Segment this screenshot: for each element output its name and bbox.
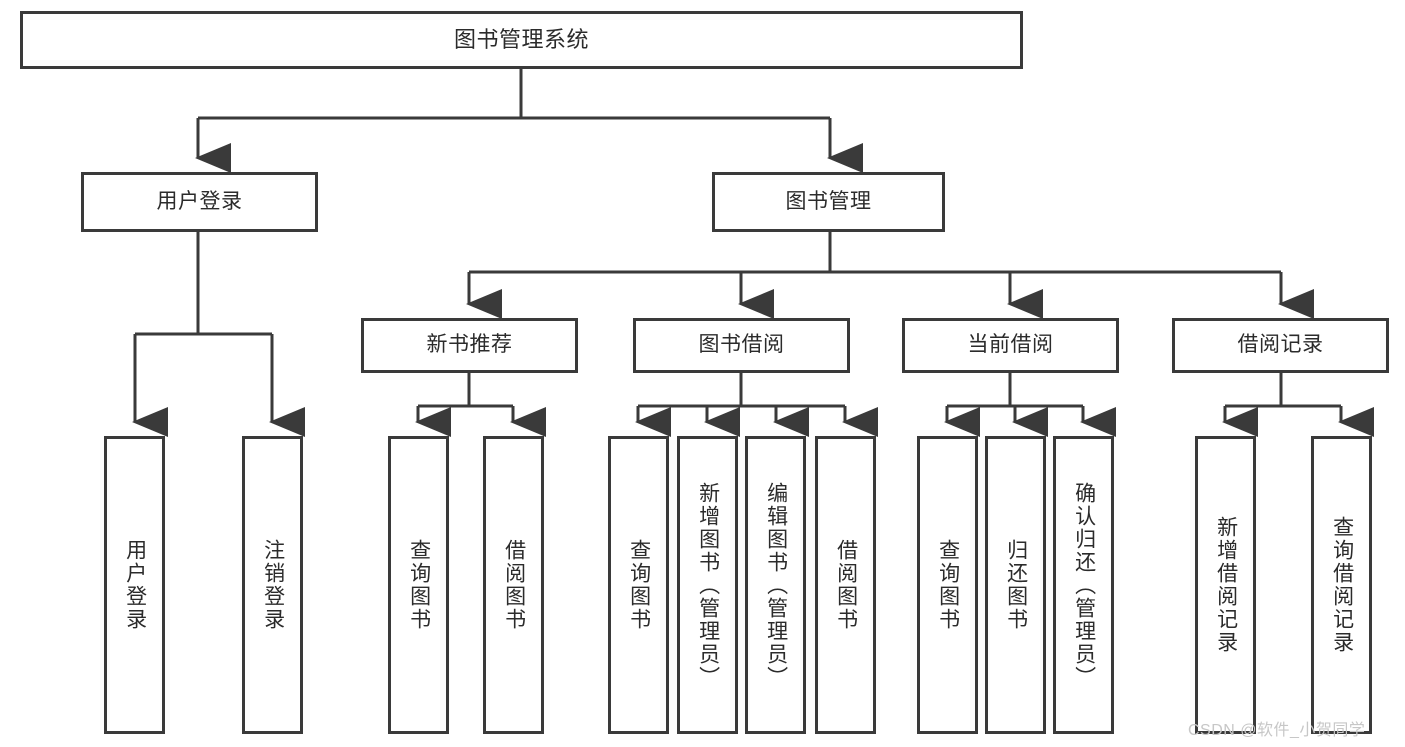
node-book-manage[interactable]: 图书管理 (712, 172, 945, 232)
node-leaf-borrow-book[interactable]: 借阅图书 (815, 436, 876, 734)
node-leaf-return-book[interactable]: 归还图书 (985, 436, 1046, 734)
node-label: 查询图书 (936, 539, 960, 631)
node-leaf-query-borrow-record[interactable]: 查询借阅记录 (1311, 436, 1372, 734)
node-label: 当前借阅 (967, 333, 1054, 357)
node-label: 用户登录 (123, 539, 147, 631)
node-label: 图书管理系统 (453, 27, 589, 53)
node-leaf-query-book-recommend[interactable]: 查询图书 (388, 436, 449, 734)
node-label: 归还图书 (1004, 539, 1028, 631)
node-leaf-logout[interactable]: 注销登录 (242, 436, 303, 734)
node-root-system[interactable]: 图书管理系统 (20, 11, 1023, 69)
node-label: 图书借阅 (698, 333, 785, 357)
node-label: 新书推荐 (426, 333, 513, 357)
node-leaf-borrow-book-recommend[interactable]: 借阅图书 (483, 436, 544, 734)
node-label: 用户登录 (156, 189, 243, 213)
node-leaf-add-borrow-record[interactable]: 新增借阅记录 (1195, 436, 1256, 734)
node-current-borrow[interactable]: 当前借阅 (902, 318, 1119, 373)
node-label: 注销登录 (261, 539, 285, 631)
node-new-book-recommend[interactable]: 新书推荐 (361, 318, 578, 373)
node-leaf-user-login[interactable]: 用户登录 (104, 436, 165, 734)
node-label: 查询图书 (627, 539, 651, 631)
node-borrow-record[interactable]: 借阅记录 (1172, 318, 1389, 373)
node-label: 确认归还（管理员） (1072, 481, 1096, 689)
node-user-login[interactable]: 用户登录 (81, 172, 318, 232)
node-leaf-add-book-admin[interactable]: 新增图书（管理员） (677, 436, 738, 734)
node-label: 查询借阅记录 (1330, 516, 1354, 654)
node-label: 查询图书 (407, 539, 431, 631)
node-label: 新增图书（管理员） (696, 481, 720, 689)
csdn-watermark: CSDN @软件_小贺同学 (1188, 722, 1366, 739)
node-label: 新增借阅记录 (1214, 516, 1238, 654)
node-label: 编辑图书（管理员） (764, 481, 788, 689)
node-leaf-query-book-current[interactable]: 查询图书 (917, 436, 978, 734)
node-book-borrow[interactable]: 图书借阅 (633, 318, 850, 373)
node-leaf-confirm-return-admin[interactable]: 确认归还（管理员） (1053, 436, 1114, 734)
node-label: 借阅图书 (502, 539, 526, 631)
node-leaf-query-book[interactable]: 查询图书 (608, 436, 669, 734)
node-label: 借阅图书 (834, 539, 858, 631)
node-label: 图书管理 (785, 189, 872, 213)
node-label: 借阅记录 (1237, 333, 1324, 357)
node-leaf-edit-book-admin[interactable]: 编辑图书（管理员） (745, 436, 806, 734)
